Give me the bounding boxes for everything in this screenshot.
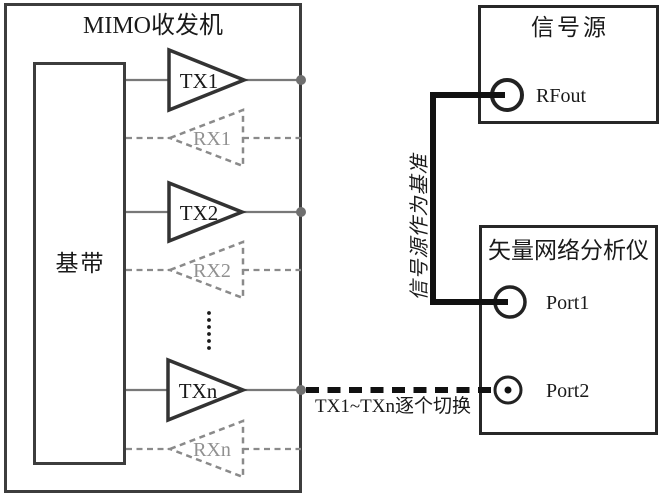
txn-label: TXn — [178, 379, 218, 403]
rxn-amplifier-triangle — [166, 419, 245, 479]
vertical-ellipsis — [207, 311, 211, 350]
reference-cable — [430, 92, 508, 305]
mimo-box-title: MIMO收发机 — [82, 13, 223, 39]
antenna-port-dots — [296, 75, 306, 395]
switching-note: TX1~TXn逐个切换 — [315, 396, 471, 417]
port2-center-pin-icon — [504, 386, 512, 394]
rx2-label: RX2 — [193, 260, 231, 282]
tx2-port-dot — [296, 207, 306, 217]
baseband-label: 基带 — [55, 251, 106, 276]
tx-feed-lines — [126, 78, 301, 392]
tx2-label: TX2 — [179, 201, 219, 225]
tx1-port-dot — [296, 75, 306, 85]
tx1-amplifier-triangle — [167, 47, 249, 113]
txn-amplifier-triangle — [166, 357, 248, 423]
rx-feed-lines — [126, 136, 301, 451]
baseband-box — [33, 62, 126, 465]
reference-cable-note: 信号源作为基准 — [409, 153, 431, 301]
vna-title: 矢量网络分析仪 — [488, 238, 649, 263]
rxn-label: RXn — [193, 439, 231, 461]
port1-label: Port1 — [546, 292, 590, 314]
tx1-label: TX1 — [179, 69, 219, 93]
rx-amplifiers — [166, 108, 245, 479]
rx1-amplifier-triangle — [166, 108, 245, 168]
port2-label: Port2 — [546, 380, 590, 402]
tx2-amplifier-triangle — [167, 180, 247, 244]
txn-port-dot — [296, 385, 306, 395]
signal-source-box — [478, 5, 659, 124]
rx1-label: RX1 — [193, 128, 231, 150]
rx2-amplifier-triangle — [166, 240, 245, 300]
signal-source-title: 信号源 — [531, 15, 609, 40]
rfout-label: RFout — [536, 85, 587, 107]
tx-amplifiers — [166, 47, 249, 423]
